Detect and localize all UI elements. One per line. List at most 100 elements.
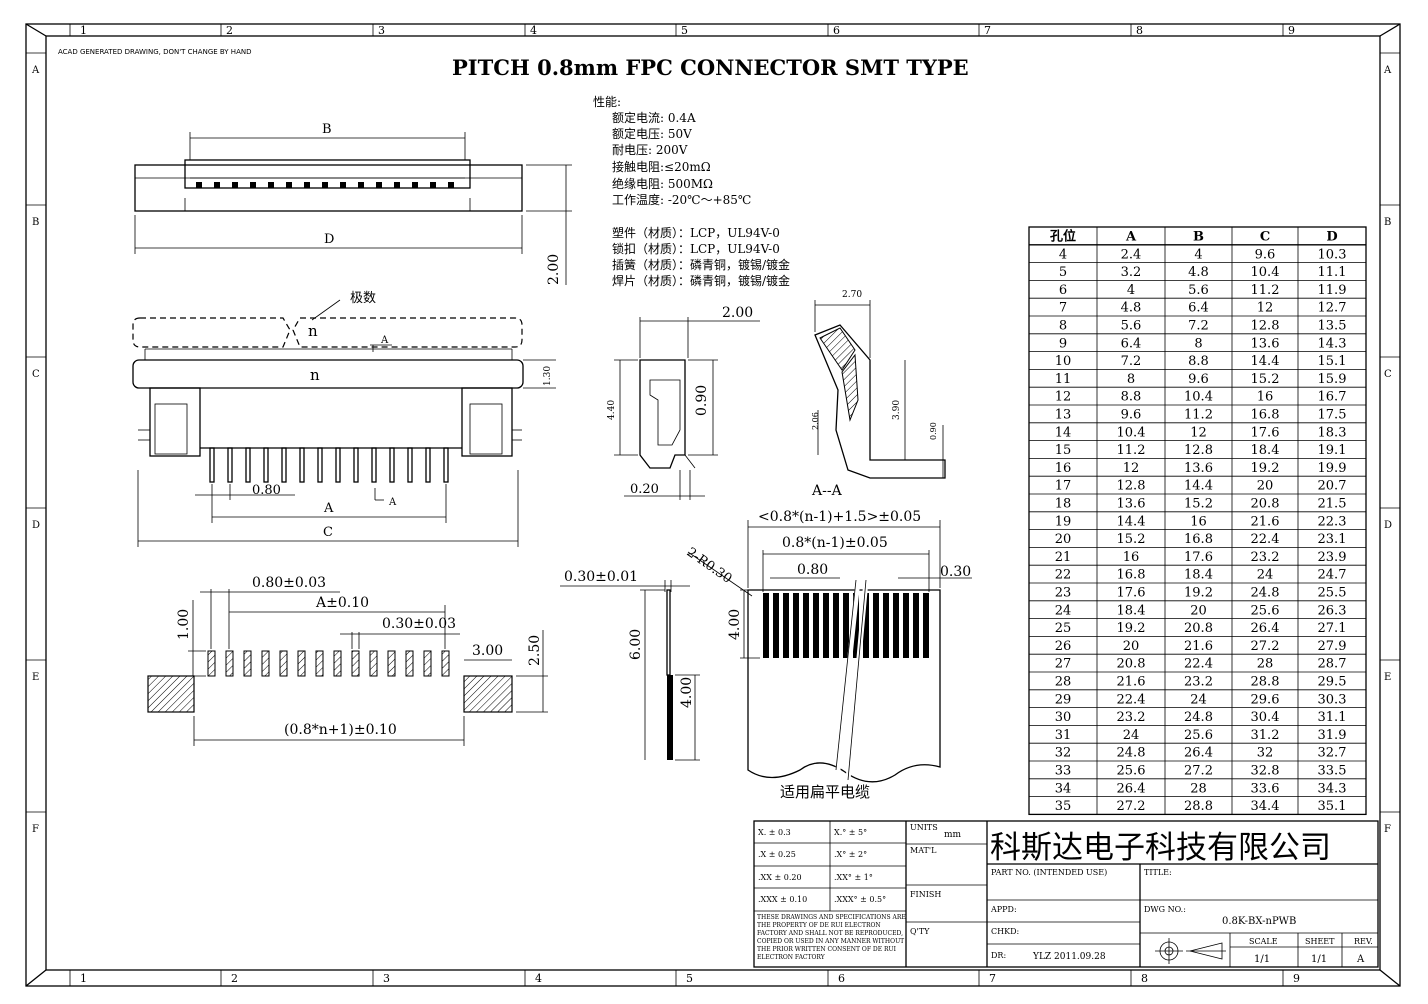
table-cell: 10.4 bbox=[1251, 265, 1280, 280]
col-label: 5 bbox=[681, 24, 688, 37]
dim-pitch: 0.80 bbox=[252, 483, 281, 498]
table-cell: 3.2 bbox=[1121, 265, 1142, 280]
table-cell: 28 bbox=[1190, 781, 1207, 796]
col-label: 3 bbox=[378, 24, 385, 37]
table-cell: 12 bbox=[1257, 301, 1274, 316]
drawn-label: DR: bbox=[991, 951, 1006, 960]
spec-line: 额定电流: 0.4A bbox=[612, 110, 696, 125]
section-view: 2.70 2.06 3.90 0.90 A--A bbox=[811, 290, 946, 499]
col-label: 9 bbox=[1293, 972, 1300, 985]
table-cell: 20 bbox=[1123, 639, 1140, 654]
table-cell: 16 bbox=[1123, 550, 1140, 565]
col-label: 6 bbox=[833, 24, 840, 37]
table-cell: 13.6 bbox=[1184, 461, 1213, 476]
table-cell: 17.5 bbox=[1318, 408, 1347, 423]
units-label: UNITS bbox=[910, 823, 938, 832]
dim-fpc-lead: 0.30 bbox=[940, 564, 971, 580]
table-cell: 27.2 bbox=[1251, 639, 1280, 654]
table-cell: 24.7 bbox=[1318, 568, 1347, 583]
table-cell: 30 bbox=[1055, 710, 1072, 725]
table-cell: 17.6 bbox=[1117, 586, 1146, 601]
table-cell: 17.6 bbox=[1251, 425, 1280, 440]
col-label: 4 bbox=[530, 24, 537, 37]
table-cell: 20.8 bbox=[1184, 621, 1213, 636]
col-label: 1 bbox=[80, 972, 87, 985]
fpc-top-view: <0.8*(n-1)+1.5>±0.05 0.8*(n-1)±0.05 2-R0… bbox=[684, 509, 972, 801]
front-view-pins bbox=[209, 447, 449, 483]
table-cell: 29.5 bbox=[1318, 675, 1347, 690]
table-cell: 21.6 bbox=[1251, 514, 1280, 529]
section-mark: A bbox=[388, 497, 397, 508]
tol-linear: .X ± 0.25 bbox=[758, 850, 796, 859]
table-cell: 15.2 bbox=[1251, 372, 1280, 387]
tol-angular: X.° ± 5° bbox=[834, 828, 867, 837]
sheet-value: 1/1 bbox=[1311, 954, 1327, 965]
section-label: A--A bbox=[811, 483, 843, 499]
table-cell: 11.2 bbox=[1117, 443, 1146, 458]
table-cell: 18 bbox=[1055, 497, 1072, 512]
dwg-no-value: 0.8K-BX-nPWB bbox=[1222, 916, 1296, 927]
table-cell: 27.2 bbox=[1184, 764, 1213, 779]
dim-fpc-pitch: 0.80 bbox=[797, 562, 828, 578]
disclaimer-line: THE PROPERTY OF DE RUI ELECTRON bbox=[757, 922, 881, 929]
sheet-frame bbox=[25, 23, 1401, 987]
row-label: D bbox=[1384, 520, 1392, 531]
table-cell: 23.2 bbox=[1251, 550, 1280, 565]
table-cell: 12.8 bbox=[1184, 443, 1213, 458]
units-value: mm bbox=[944, 830, 962, 840]
tol-angular: .XXX° ± 0.5° bbox=[834, 895, 886, 904]
table-cell: 11 bbox=[1055, 372, 1072, 387]
table-cell: 25.5 bbox=[1318, 586, 1347, 601]
table-cell: 21.6 bbox=[1117, 675, 1146, 690]
table-cell: 26.4 bbox=[1251, 621, 1280, 636]
dim-1-30: 1.30 bbox=[543, 366, 553, 386]
table-cell: 12 bbox=[1190, 425, 1207, 440]
checked-label: CHKD: bbox=[991, 927, 1019, 936]
top-view-contacts bbox=[196, 182, 454, 188]
table-cell: 19.9 bbox=[1318, 461, 1347, 476]
sheet-label: SHEET bbox=[1305, 937, 1335, 946]
row-label: A bbox=[1383, 65, 1392, 76]
disclaimer-line: THE PRIOR WRITTEN CONSENT OF DE RUI bbox=[757, 946, 897, 953]
col-label: 7 bbox=[989, 972, 996, 985]
table-cell: 27.2 bbox=[1117, 799, 1146, 814]
row-label: B bbox=[32, 217, 39, 228]
table-cell: 22.4 bbox=[1117, 692, 1146, 707]
row-label: A bbox=[31, 65, 40, 76]
grid-column-labels: 1 2 3 4 5 6 7 8 9 1 2 3 4 5 6 7 8 9 bbox=[80, 24, 1300, 985]
dim-section-390: 3.90 bbox=[892, 400, 902, 420]
table-cell: 18.3 bbox=[1318, 425, 1347, 440]
section-mark: A bbox=[380, 335, 389, 346]
table-header-cell: 孔位 bbox=[1050, 229, 1076, 245]
table-cell: 19.1 bbox=[1318, 443, 1347, 458]
drawing-note: ACAD GENERATED DRAWING, DON'T CHANGE BY … bbox=[58, 48, 251, 56]
table-cell: 29.6 bbox=[1251, 692, 1280, 707]
table-cell: 13 bbox=[1055, 408, 1072, 423]
col-label: 2 bbox=[231, 972, 238, 985]
table-cell: 25.6 bbox=[1117, 764, 1146, 779]
tol-linear: .XXX ± 0.10 bbox=[758, 895, 807, 904]
table-cell: 33.6 bbox=[1251, 781, 1280, 796]
drawing-title: PITCH 0.8mm FPC CONNECTOR SMT TYPE bbox=[452, 55, 969, 80]
table-cell: 28 bbox=[1257, 657, 1274, 672]
material-line: 插簧（材质）：磷青铜，镀锡/镀金 bbox=[612, 257, 790, 272]
table-cell: 24.8 bbox=[1184, 710, 1213, 725]
title-label: TITLE: bbox=[1144, 868, 1172, 877]
col-label: 4 bbox=[535, 972, 542, 985]
table-cell: 32.8 bbox=[1251, 764, 1280, 779]
scale-label: SCALE bbox=[1249, 937, 1278, 946]
dim-pad-width: 0.30±0.03 bbox=[382, 616, 456, 632]
disclaimer-line: ELECTRON FACTORY bbox=[757, 954, 826, 961]
table-cell: 11.9 bbox=[1318, 283, 1347, 298]
table-cell: 27 bbox=[1055, 657, 1072, 672]
table-cell: 20 bbox=[1257, 479, 1274, 494]
material-label: MAT'L bbox=[910, 846, 937, 855]
table-cell: 8.8 bbox=[1188, 354, 1209, 369]
spec-line: 绝缘电阻: 500MΩ bbox=[612, 176, 713, 191]
approved-label: APPD: bbox=[990, 905, 1017, 914]
table-cell: 35 bbox=[1055, 799, 1072, 814]
table-cell: 14.4 bbox=[1251, 354, 1280, 369]
table-cell: 32.7 bbox=[1318, 746, 1347, 761]
table-cell: 35.1 bbox=[1318, 799, 1347, 814]
table-cell: 21.5 bbox=[1318, 497, 1347, 512]
